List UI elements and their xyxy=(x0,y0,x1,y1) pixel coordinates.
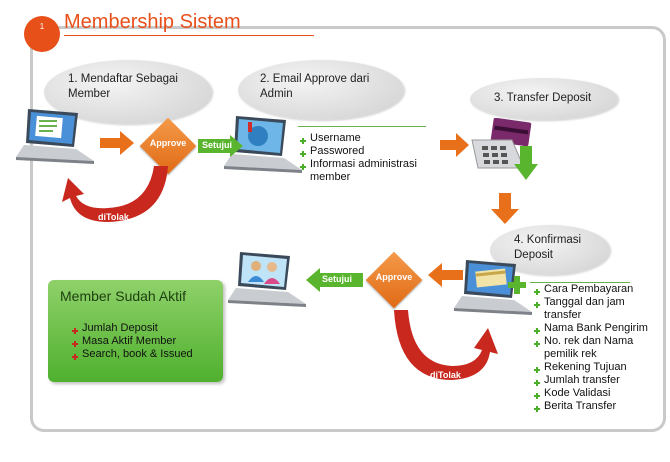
member-active-title: Member Sudah Aktif xyxy=(60,288,187,304)
confirm-info-list: Cara Pembayaran Tanggal dan jam transfer… xyxy=(534,283,662,413)
list-item: Jumlah transfer xyxy=(534,374,662,387)
list-item: Cara Pembayaran xyxy=(534,283,662,296)
list-item: Informasi administrasi member xyxy=(300,158,430,184)
arrow-to-approve-2 xyxy=(428,263,463,287)
step-3-label: 3. Transfer Deposit xyxy=(494,92,592,104)
arrow-down-to-confirm xyxy=(491,193,519,224)
member-active-box: Member Sudah Aktif Jumlah Deposit Masa A… xyxy=(48,280,223,382)
list-item: Nama Bank Pengirim xyxy=(534,322,662,335)
red-bullet-icon xyxy=(72,325,78,334)
red-bullet-icon xyxy=(72,351,78,360)
step-2-label: 2. Email Approve dari Admin xyxy=(260,73,370,100)
plus-bullet-icon xyxy=(300,135,306,144)
list-item: Username xyxy=(300,132,430,145)
plus-bullet-icon xyxy=(534,364,540,373)
plus-bullet-icon xyxy=(300,148,306,157)
plus-bullet-icon xyxy=(534,403,540,412)
member-active-list: Jumlah Deposit Masa Aktif Member Search,… xyxy=(72,322,193,361)
badge-number: 1 xyxy=(39,22,45,31)
step-2-bubble: 2. Email Approve dari Admin xyxy=(238,60,404,120)
approve-decision-1: Approve xyxy=(139,117,197,175)
setujui-arrow-1: Setujui xyxy=(198,135,244,157)
approve-label-2: Approve xyxy=(375,272,413,282)
list-item: Kode Validasi xyxy=(534,387,662,400)
laptop-active-member-icon xyxy=(228,252,306,307)
list-item: Passwored xyxy=(300,145,430,158)
list-item: No. rek dan Nama pemilik rek xyxy=(534,335,662,361)
plus-bullet-icon xyxy=(534,377,540,386)
approve-decision-2: Approve xyxy=(365,251,423,309)
section-number-badge: 1 xyxy=(24,16,60,52)
plus-bullet-icon xyxy=(300,161,306,170)
diagram-title: Membership Sistem xyxy=(64,11,241,33)
laptop-email-icon xyxy=(224,116,302,173)
list-item: Berita Transfer xyxy=(534,400,662,413)
ditolak-label-2: diTolak xyxy=(430,370,461,380)
arrow-to-approve-1 xyxy=(100,131,134,155)
plus-bullet-icon xyxy=(534,390,540,399)
approve-label-1: Approve xyxy=(149,138,187,148)
plus-bullet-icon xyxy=(534,338,540,347)
laptop-register-icon xyxy=(16,109,94,164)
setujui-label-2: Setujui xyxy=(322,274,353,284)
confirm-info-divider xyxy=(530,282,630,283)
list-item: Tanggal dan jam transfer xyxy=(534,296,662,322)
step-4-label: 4. Konfirmasi Deposit xyxy=(514,234,582,261)
arrow-to-transfer xyxy=(440,133,469,157)
plus-bullet-icon xyxy=(534,299,540,308)
title-underline xyxy=(64,35,314,36)
list-item: Jumlah Deposit xyxy=(72,322,193,335)
card-terminal-icon xyxy=(471,118,538,180)
setujui-label-1: Setujui xyxy=(202,140,233,150)
ditolak-arrow-1 xyxy=(62,166,168,222)
ditolak-arrow-2 xyxy=(394,310,498,380)
email-info-list: Username Passwored Informasi administras… xyxy=(300,132,430,184)
step-1-label: 1. Mendaftar Sebagai Member xyxy=(68,73,178,100)
list-item: Rekening Tujuan xyxy=(534,361,662,374)
plus-bullet-icon xyxy=(534,325,540,334)
red-bullet-icon xyxy=(72,338,78,347)
laptop-confirm-icon xyxy=(454,260,532,315)
ditolak-label-1: diTolak xyxy=(98,212,129,222)
setujui-arrow-2: Setujui xyxy=(306,268,364,292)
email-info-divider xyxy=(298,126,426,127)
plus-bullet-icon xyxy=(534,286,540,295)
step-3-bubble: 3. Transfer Deposit xyxy=(470,78,618,120)
list-item: Search, book & Issued xyxy=(72,348,193,361)
list-item: Masa Aktif Member xyxy=(72,335,193,348)
